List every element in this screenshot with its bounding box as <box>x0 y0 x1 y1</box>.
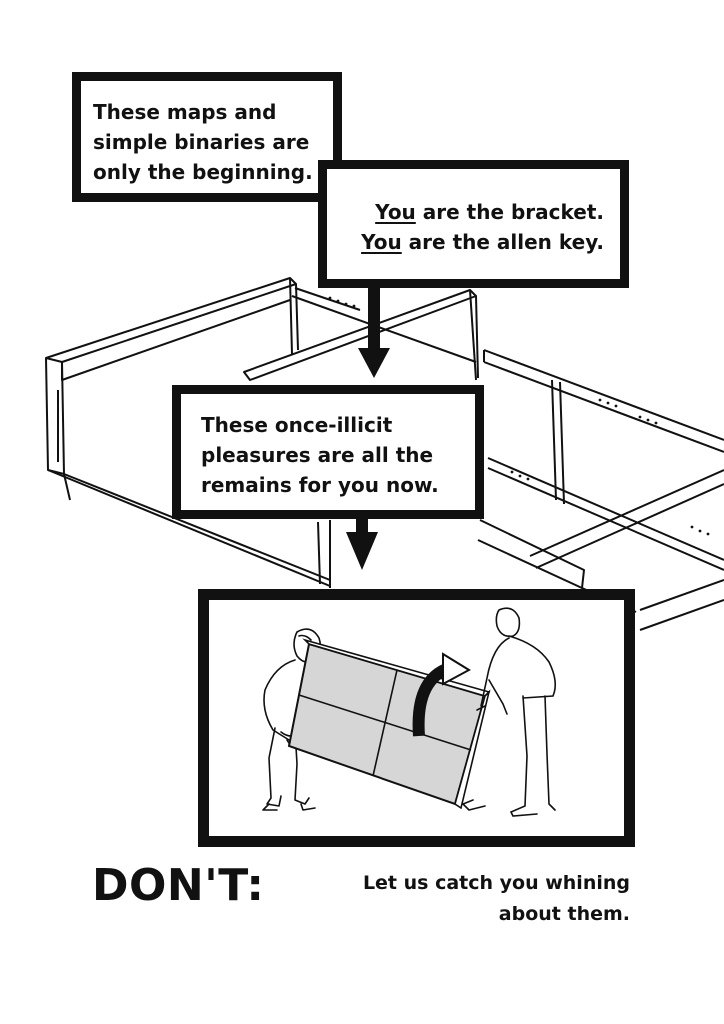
arrow-down-icon <box>358 283 390 378</box>
callout-box-third: These once-illicit pleasures are all the… <box>172 385 484 519</box>
callout-second-line-1: You are the bracket. <box>327 197 604 227</box>
emphasis-word: You <box>361 230 402 254</box>
callout-third-line: remains for you now. <box>201 473 439 497</box>
callout-first-line: only the beginning. <box>93 160 313 184</box>
callout-first-line: simple binaries are <box>93 130 310 154</box>
callout-third-line: These once-illicit <box>201 413 393 437</box>
callout-second-line-2: You are the allen key. <box>327 227 604 257</box>
callout-first-line: These maps and <box>93 100 277 124</box>
dont-heading: DON'T: <box>92 860 265 911</box>
callout-box-first: These maps and simple binaries are only … <box>72 72 342 202</box>
emphasis-word: You <box>375 200 416 224</box>
arrow-down-icon <box>346 515 378 570</box>
callout-text: are the allen key. <box>401 230 604 254</box>
callout-text: are the bracket. <box>415 200 604 224</box>
callout-third-line: pleasures are all the <box>201 443 434 467</box>
callout-box-second: You are the bracket. You are the allen k… <box>318 160 629 288</box>
dont-message: Let us catch you whining about them. <box>318 868 630 930</box>
two-people-lifting-illustration <box>198 589 635 847</box>
dont-message-line: about them. <box>498 903 630 925</box>
dont-message-line: Let us catch you whining <box>362 872 630 894</box>
rotate-arrow-icon <box>412 652 472 737</box>
